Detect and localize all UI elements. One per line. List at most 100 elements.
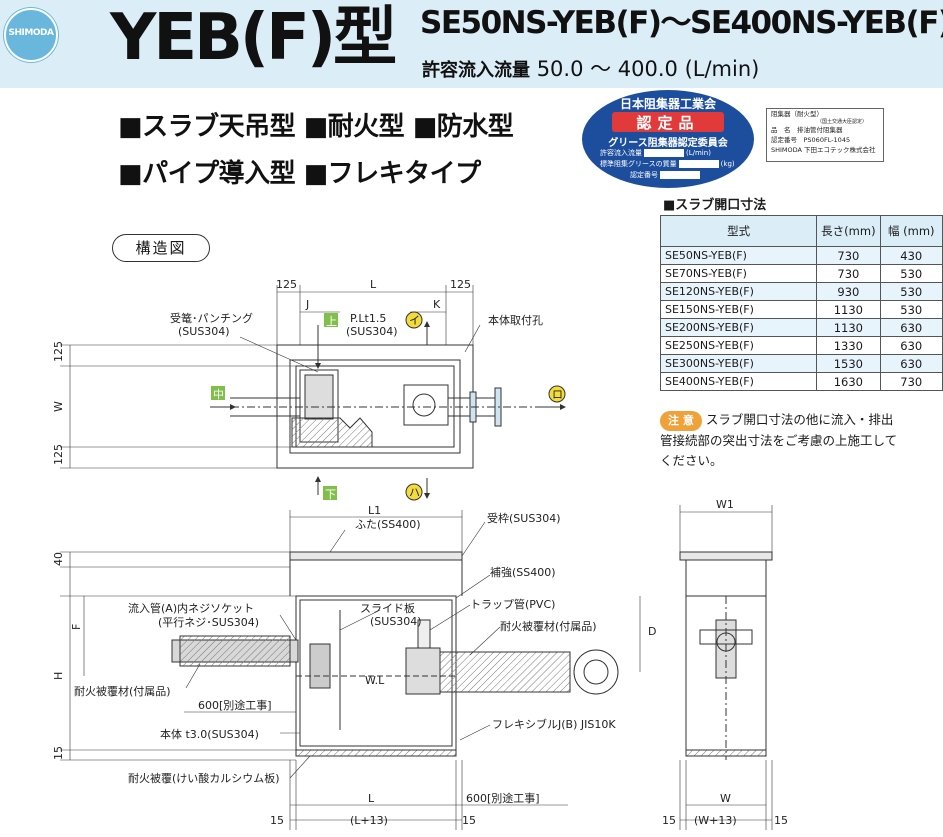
leader-slide	[339, 609, 381, 631]
section-basket	[309, 643, 331, 689]
leader-lid	[329, 529, 346, 553]
label-flexible: フレキシブルJ(B) JIS10K	[492, 717, 616, 731]
label-reinforce: 補強(SS400)	[490, 566, 556, 579]
dim-40: 40	[52, 552, 65, 566]
dim-L-plus-13: (L+13)	[350, 814, 388, 827]
leader-trap	[429, 604, 471, 631]
plan-basket-mesh	[304, 374, 334, 420]
section-inlet-cover	[179, 635, 291, 667]
leader-frame	[461, 521, 486, 557]
marker-up-box	[324, 313, 338, 327]
shimoda-logo: SHIMODA	[4, 8, 58, 62]
label-fire-cover: 耐火被覆材(付属品)	[500, 619, 597, 633]
side-texts: W1 W (W+13) 15 15	[662, 498, 788, 827]
marker-in-box	[211, 386, 225, 400]
logo-text: SHIMODA	[8, 28, 54, 38]
label-slide-plate: スライド板	[360, 601, 415, 615]
notice-badge: 注 意	[660, 411, 702, 431]
seal-row-number-label: 認定番号	[630, 171, 658, 179]
leader-fire-coating	[289, 755, 311, 779]
dim-15-right: 15	[462, 814, 476, 827]
notice: 注 意スラブ開口寸法の他に流入・排出管接続部の突出寸法をご考慮の上施工してくださ…	[660, 410, 900, 471]
marker-ha-circle	[405, 483, 423, 501]
seal-row-mass-unit: (kg)	[720, 160, 735, 168]
plan-dim-texts: 125 L 125 J K 125 W 125 受篭･パンチング (SUS304…	[52, 278, 543, 465]
model-title: YEB(F)型	[110, 1, 397, 75]
cell-width: 630	[879, 318, 943, 337]
cell-model: SE200NS-YEB(F)	[659, 318, 818, 337]
dim-WL: W.L	[365, 674, 385, 687]
dim-600-right: 600[別途工事]	[466, 791, 540, 805]
dim-L-bottom: L	[368, 792, 375, 805]
seal-org: 日本阻集器工業会	[619, 97, 716, 111]
leader-basket	[239, 336, 319, 373]
marker-down: 下	[325, 488, 336, 501]
label-inlet-socket-material: (平行ネジ･SUS304)	[158, 616, 259, 629]
certification-seal: 日本阻集器工業会 認定品 グリース阻集器認定委員会 許容流入流量(L/min) …	[582, 90, 754, 188]
plate-line-5: SHIMODA 下田エコテック株式会社	[771, 146, 876, 154]
label-basket-material: (SUS304)	[178, 325, 230, 338]
col-header-length: 長さ(mm)	[816, 215, 881, 247]
flow-rate: 許容流入流量 50.0 ～ 400.0 (L/min)	[422, 53, 759, 83]
col-header-model: 型式	[659, 215, 818, 247]
marker-up: 上	[326, 315, 337, 328]
leader-reinforce	[455, 574, 491, 599]
dim-W: W	[52, 401, 65, 412]
dim-15-bottom: 15	[52, 746, 65, 760]
section-outlet-bore	[583, 659, 609, 685]
label-mount-hole: 本体取付孔	[488, 313, 543, 327]
cell-width: 730	[879, 372, 943, 391]
section-lid	[289, 551, 463, 561]
cell-model: SE120NS-YEB(F)	[659, 282, 818, 301]
plate-line-4: 認定番号 PS060FL-1045	[771, 136, 851, 144]
flow-markers: 上 下 中 イ ロ ハ	[211, 311, 566, 501]
seal-row-flow-label: 許容流入流量	[600, 149, 642, 157]
cell-width: 430	[879, 246, 943, 265]
label-fire-cover-2: 耐火被覆材(付属品)	[74, 684, 171, 698]
leader-mount	[464, 324, 481, 353]
model-range: SE50NS-YEB(F)～SE400NS-YEB(F)	[420, 5, 943, 41]
cell-length: 1530	[816, 354, 881, 373]
label-fire-coating: 耐火被覆(けい酸カルシウム板)	[128, 771, 280, 785]
dim-125-right: 125	[450, 278, 471, 291]
flow-value: 50.0 ～ 400.0 (L/min)	[536, 57, 760, 81]
flow-label: 許容流入流量	[422, 60, 530, 81]
dim-W-bottom: W	[720, 792, 731, 805]
dim-L1: L1	[368, 504, 381, 517]
seal-word: 認定品	[636, 114, 700, 132]
label-slide-plate-material: (SUS304)	[370, 615, 422, 628]
plan-outlet-box	[403, 384, 449, 426]
plate-line-3: 品 名 排油管付阻集器	[771, 126, 843, 134]
label-plate-material: (SUS304)	[346, 325, 398, 338]
section-outlet-flange	[573, 649, 619, 695]
dim-125-bottom: 125	[52, 444, 65, 465]
section-outlet-cover	[439, 651, 571, 693]
dim-K: K	[433, 298, 441, 311]
side-lid	[679, 551, 773, 561]
feature-line-2: ■パイプ導入型 ■フレキタイプ	[118, 159, 481, 189]
label-plate: 阻集器（耐火型） （国土交通大臣認定） 品 名 排油管付阻集器 認定番号 PS0…	[766, 108, 884, 162]
cell-model: SE50NS-YEB(F)	[659, 246, 818, 265]
section-fire-coating	[295, 749, 457, 757]
marker-down-box	[323, 486, 337, 500]
seal-row-flow: 許容流入流量(L/min)	[600, 148, 736, 158]
leader-fire-cover-2	[185, 663, 201, 689]
section-trap	[405, 647, 441, 695]
side-view	[679, 505, 773, 830]
seal-row-number: 認定番号	[630, 170, 766, 180]
section-texts: L1 40 F H 15 D W.L 600[別途工事] 600[別途工事] L…	[52, 504, 656, 827]
seal-red-band	[612, 112, 724, 132]
cell-model: SE400NS-YEB(F)	[659, 372, 818, 391]
dim-15-side-left: 15	[662, 814, 676, 827]
label-plate: P.Lt1.5	[350, 312, 386, 325]
cell-length: 730	[816, 246, 881, 265]
label-lid: ふた(SS400)	[355, 518, 421, 531]
table-header-row: 型式 長さ(mm) 幅 (mm)	[659, 215, 943, 247]
seal-committee: グリース阻集器認定委員会	[608, 138, 728, 149]
dim-H: H	[52, 672, 65, 680]
